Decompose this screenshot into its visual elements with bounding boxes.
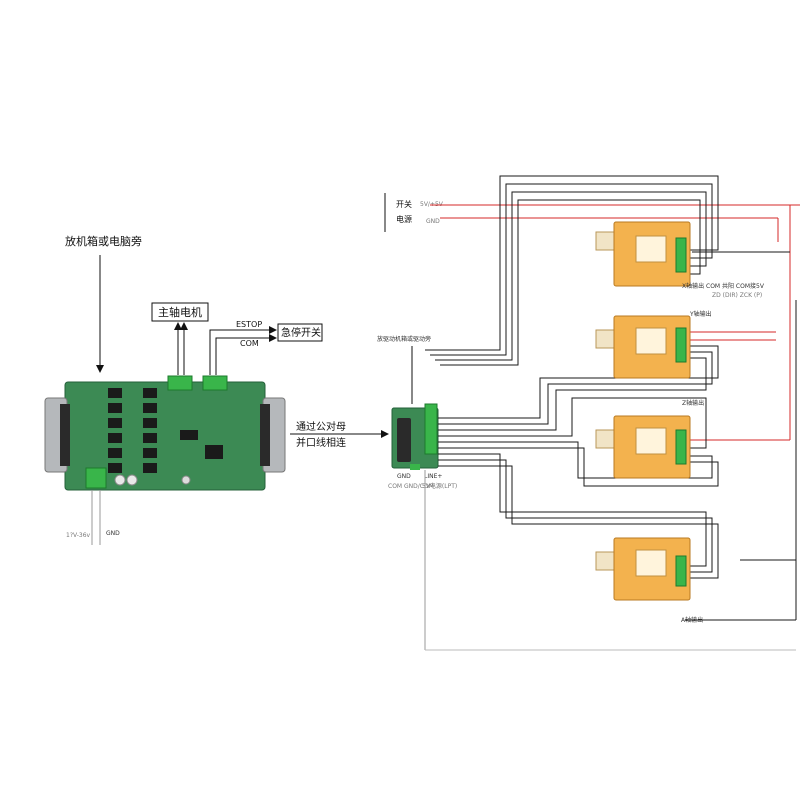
signal-wire-m4-2 [438,459,713,573]
spindle-motor-label: 主轴电机 [158,305,202,319]
signal-wire-m2-2 [438,351,713,425]
connection-text-1: 通过公对母 [296,420,346,433]
estop-label: ESTOP [236,320,262,329]
motor2-caption: Y轴输出 [689,310,712,318]
motor1-caption-2: ZD (DIR) ZCK (P) [712,292,762,299]
top-wire-label-b: GND [426,218,440,225]
motor3-caption: Z轴输出 [682,399,704,407]
estop-switch-label: 急停开关 [281,326,321,339]
signal-wire-m3-3 [438,447,719,487]
signal-wire-m4-3 [438,465,719,579]
estop-switch-box [277,323,323,342]
connection-text-2: 并口线相连 [296,436,346,449]
motor1-caption: X轴输出 COM 共阳 COM接5V [682,282,765,290]
motor-icon [595,221,691,287]
signal-wire-4 [440,199,701,366]
signal-wire-3 [435,191,707,361]
db25-connector-icon [391,403,439,470]
small-caption-1: COM GND/COM [388,483,434,490]
motor-icon [595,537,691,601]
power-voltage-label: 1?V-36v [66,532,91,539]
breakout-board-icon [44,375,286,491]
pc-location-label: 放机箱或电脑旁 [65,234,142,248]
small-gnd-label: GND [397,473,411,480]
power-label: 电源 [396,214,412,224]
spindle-motor-box [151,302,209,322]
motor4-caption: A轴输出 [681,616,703,624]
small-caption-2: 5V电源(LPT) [422,482,457,490]
signal-wire-m3-1 [438,397,707,449]
motor-icon [595,315,691,379]
signal-wire-1 [425,175,719,351]
small-power-label: LINE+ [424,473,442,480]
estop-wire [209,326,277,375]
com-wire [215,334,277,375]
signal-wire-2 [430,183,713,356]
gnd-label: GND [106,530,120,537]
switch-label: 开关 [396,199,412,209]
motor-icon [595,415,691,479]
driver-location-label: 放驱动机箱或驱动旁 [377,335,431,343]
signal-wire-m2-3 [438,357,707,431]
com-label: COM [240,339,259,348]
signal-wire-m4-1 [438,453,707,567]
